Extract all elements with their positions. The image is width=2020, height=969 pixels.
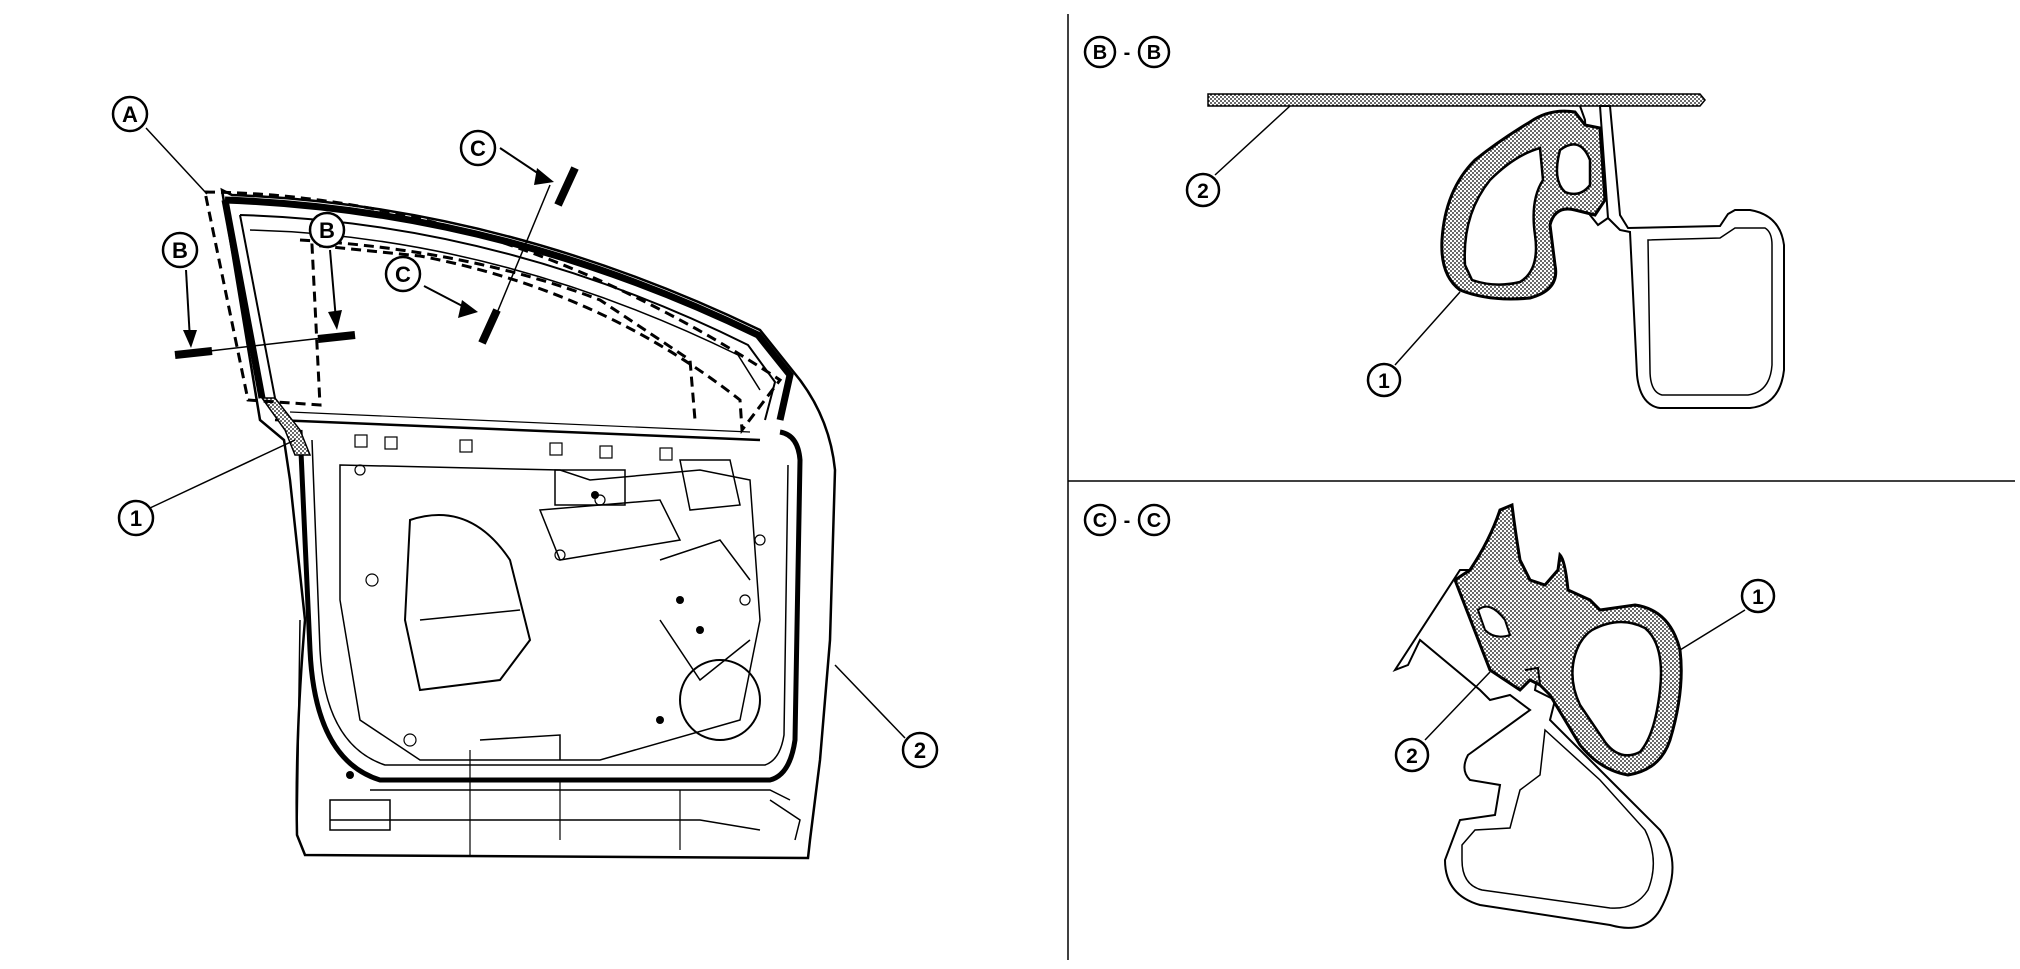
leader-1 <box>149 439 296 509</box>
callout-1-bb-text: 1 <box>1378 370 1390 393</box>
section-bb-drawing <box>1207 93 1785 409</box>
section-cc-drawing <box>1392 502 1683 929</box>
callout-1-cc-text: 1 <box>1752 586 1764 609</box>
callout-b-right: B <box>308 211 346 249</box>
callout-c-upper-text: C <box>470 136 486 161</box>
callout-c-upper: C <box>459 129 497 167</box>
callout-1-left-text: 1 <box>130 506 142 531</box>
section-cc-left: C <box>1093 510 1107 532</box>
callout-b-right-text: B <box>319 218 335 243</box>
leader-a <box>145 127 208 195</box>
door-illustration <box>174 184 837 860</box>
section-bb-right: B <box>1147 42 1161 64</box>
callout-c-lower-text: C <box>395 262 411 287</box>
leader-2 <box>834 664 906 739</box>
section-cc-header: C - C <box>1083 503 1171 537</box>
section-bb-dash: - <box>1124 42 1131 64</box>
callout-2-left-text: 2 <box>914 738 926 763</box>
section-marker-c <box>423 147 579 345</box>
callout-1-cc: 1 <box>1740 578 1776 614</box>
section-marker-b <box>174 249 356 359</box>
section-bb-left: B <box>1093 42 1107 64</box>
callout-2-cc-text: 2 <box>1406 745 1418 768</box>
leader-bb-2 <box>1214 105 1291 176</box>
callout-2-left: 2 <box>901 731 939 769</box>
callout-c-lower: C <box>384 255 422 293</box>
section-cc-right: C <box>1147 510 1161 532</box>
callout-a: A <box>111 95 149 133</box>
detail-region-c <box>299 238 697 421</box>
callout-1-left: 1 <box>117 499 155 537</box>
leader-bb-1 <box>1394 291 1461 366</box>
leader-cc-2 <box>1424 671 1491 741</box>
callout-2-cc: 2 <box>1394 737 1430 773</box>
callout-b-left-text: B <box>172 238 188 263</box>
callout-2-bb: 2 <box>1185 172 1221 208</box>
callout-2-bb-text: 2 <box>1197 180 1209 203</box>
section-bb-header: B - B <box>1083 35 1171 69</box>
leader-cc-1 <box>1679 609 1746 651</box>
callout-a-text: A <box>122 102 138 127</box>
section-cc-dash: - <box>1124 510 1131 532</box>
callout-1-bb: 1 <box>1366 362 1402 398</box>
callout-b-left: B <box>161 231 199 269</box>
detail-region-a <box>203 190 783 435</box>
weatherstrip-corner <box>260 397 312 456</box>
